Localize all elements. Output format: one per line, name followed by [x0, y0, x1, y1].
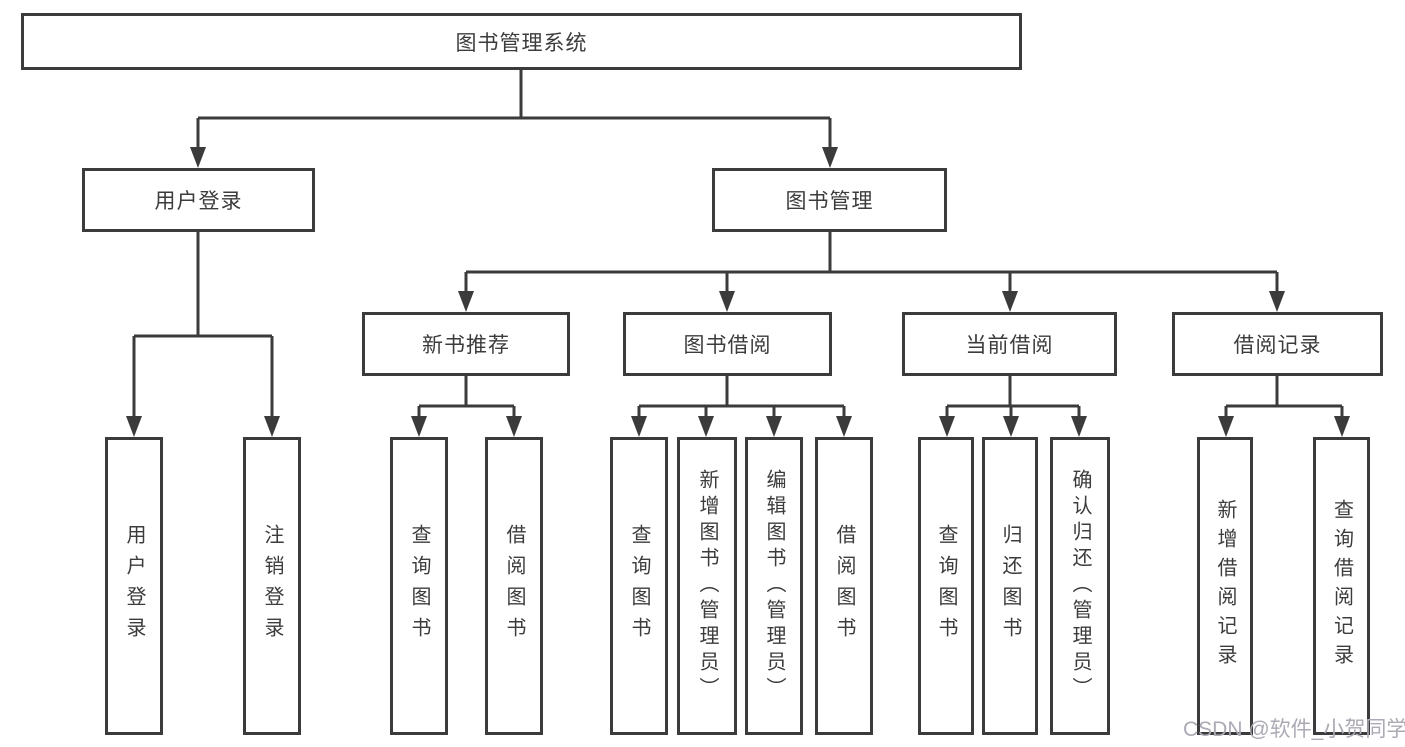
node-user-login-branch: 用户登录 [82, 168, 315, 232]
leaf-logout-label: 注销登录 [261, 524, 283, 648]
leaf-current-query-books: 查询图书 [918, 437, 974, 735]
leaf-borrow-books-label: 借阅图书 [833, 524, 855, 648]
leaf-recommend-query-books: 查询图书 [390, 437, 448, 735]
leaf-edit-books-admin: 编辑图书（管理员） [745, 437, 803, 735]
leaf-add-books-admin: 新增图书（管理员） [677, 437, 737, 735]
leaf-return-books-label: 归还图书 [999, 524, 1021, 648]
node-book-management-branch-label: 图书管理 [785, 190, 874, 213]
watermark: CSDN @软件_小贺同学 [1183, 718, 1405, 741]
leaf-borrow-query-books-label: 查询图书 [628, 524, 650, 648]
node-borrow-records: 借阅记录 [1172, 312, 1383, 376]
leaf-edit-books-admin-label: 编辑图书（管理员） [763, 469, 785, 703]
node-book-management-branch: 图书管理 [712, 168, 947, 232]
node-root-system: 图书管理系统 [21, 13, 1022, 70]
leaf-recommend-query-books-label: 查询图书 [408, 524, 430, 648]
node-new-book-recommend: 新书推荐 [362, 312, 570, 376]
leaf-query-borrow-record: 查询借阅记录 [1313, 437, 1370, 735]
leaf-return-books: 归还图书 [982, 437, 1038, 735]
leaf-borrow-books: 借阅图书 [815, 437, 873, 735]
leaf-logout: 注销登录 [243, 437, 301, 735]
node-borrow-records-label: 借阅记录 [1233, 334, 1322, 357]
node-root-system-label: 图书管理系统 [455, 31, 588, 55]
node-user-login-branch-label: 用户登录 [154, 190, 243, 213]
leaf-confirm-return-admin-label: 确认归还（管理员） [1069, 469, 1091, 703]
leaf-recommend-borrow-books: 借阅图书 [485, 437, 543, 735]
node-book-borrow-label: 图书借阅 [683, 334, 772, 357]
node-book-borrow: 图书借阅 [623, 312, 832, 376]
arrowheads [126, 147, 1350, 437]
leaf-add-borrow-record-label: 新增借阅记录 [1214, 499, 1236, 673]
node-new-book-recommend-label: 新书推荐 [422, 334, 510, 357]
leaf-query-borrow-record-label: 查询借阅记录 [1330, 499, 1353, 673]
leaf-recommend-borrow-books-label: 借阅图书 [503, 524, 525, 648]
leaf-confirm-return-admin: 确认归还（管理员） [1050, 437, 1110, 735]
leaf-borrow-query-books: 查询图书 [610, 437, 668, 735]
leaf-user-login-label: 用户登录 [123, 524, 145, 648]
leaf-current-query-books-label: 查询图书 [935, 524, 957, 648]
leaf-add-borrow-record: 新增借阅记录 [1197, 437, 1253, 735]
leaf-add-books-admin-label: 新增图书（管理员） [696, 469, 718, 703]
node-current-borrow: 当前借阅 [902, 312, 1117, 376]
node-current-borrow-label: 当前借阅 [965, 334, 1054, 357]
leaf-user-login: 用户登录 [105, 437, 163, 735]
